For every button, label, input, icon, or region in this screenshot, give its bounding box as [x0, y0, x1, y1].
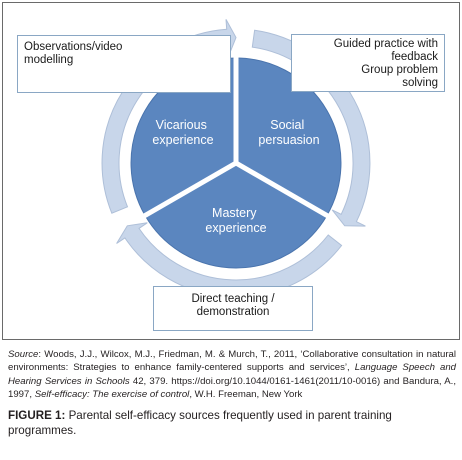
label-social-persuasion: Social persuasion	[258, 118, 319, 147]
callout-observations-video-modelling: Observations/video modelling	[17, 35, 231, 93]
callout-direct-teaching: Direct teaching / demonstration	[153, 286, 313, 331]
figure-label: FIGURE 1:	[8, 409, 66, 423]
source-book-title: Self-efficacy: The exercise of control	[34, 388, 190, 400]
source-text-part-3: , W.H. Freeman, New York	[189, 388, 303, 400]
segment-mastery-experience	[144, 162, 328, 269]
label-mastery-experience: Mastery experience	[205, 206, 266, 235]
segment-labels: Vicarious experience Social persuasion M…	[152, 118, 319, 235]
source-text-part-2: 42, 379. https://doi.org/10.1044/0161-14…	[8, 375, 457, 400]
figure-caption: FIGURE 1: Parental self-efficacy sources…	[8, 409, 456, 438]
figure-caption-block: Source: Woods, J.J., Wilcox, M.J., Fried…	[8, 348, 456, 438]
label-vicarious-line-2: experience	[152, 133, 213, 147]
callout-direct-line-2: demonstration	[196, 306, 270, 318]
label-social-line-2: persuasion	[258, 133, 319, 147]
source-journal-title: Language Speech and Hearing Services in …	[8, 362, 456, 387]
source-citation: Source: Woods, J.J., Wilcox, M.J., Fried…	[8, 348, 456, 401]
label-mastery-line-1: Mastery	[212, 206, 257, 220]
label-mastery-line-2: experience	[205, 221, 266, 235]
figure-panel: Vicarious experience Social persuasion M…	[2, 2, 460, 340]
label-social-line-1: Social	[270, 118, 304, 132]
figure-caption-text: Parental self-efficacy sources frequentl…	[8, 409, 392, 437]
callout-observations-line-2: modelling	[24, 54, 74, 66]
callout-guided-line-2: feedback	[391, 51, 438, 63]
segment-divider-3	[234, 160, 330, 219]
callout-guided-line-3: Group problem	[361, 64, 438, 76]
pie-segments	[130, 56, 342, 269]
label-vicarious-experience: Vicarious experience	[152, 118, 213, 147]
callout-guided-line-1: Guided practice with	[333, 38, 438, 50]
source-label: Source	[8, 349, 39, 360]
callout-guided-line-4: solving	[402, 77, 438, 89]
label-vicarious-line-1: Vicarious	[156, 118, 207, 132]
callout-guided-practice: Guided practice with feedback Group prob…	[291, 34, 445, 92]
source-text-part-1: : Woods, J.J., Wilcox, M.J., Friedman, M…	[8, 349, 456, 374]
callout-observations-line-1: Observations/video	[24, 41, 123, 53]
callout-direct-line-1: Direct teaching /	[191, 293, 275, 305]
segment-divider-2	[142, 160, 238, 219]
